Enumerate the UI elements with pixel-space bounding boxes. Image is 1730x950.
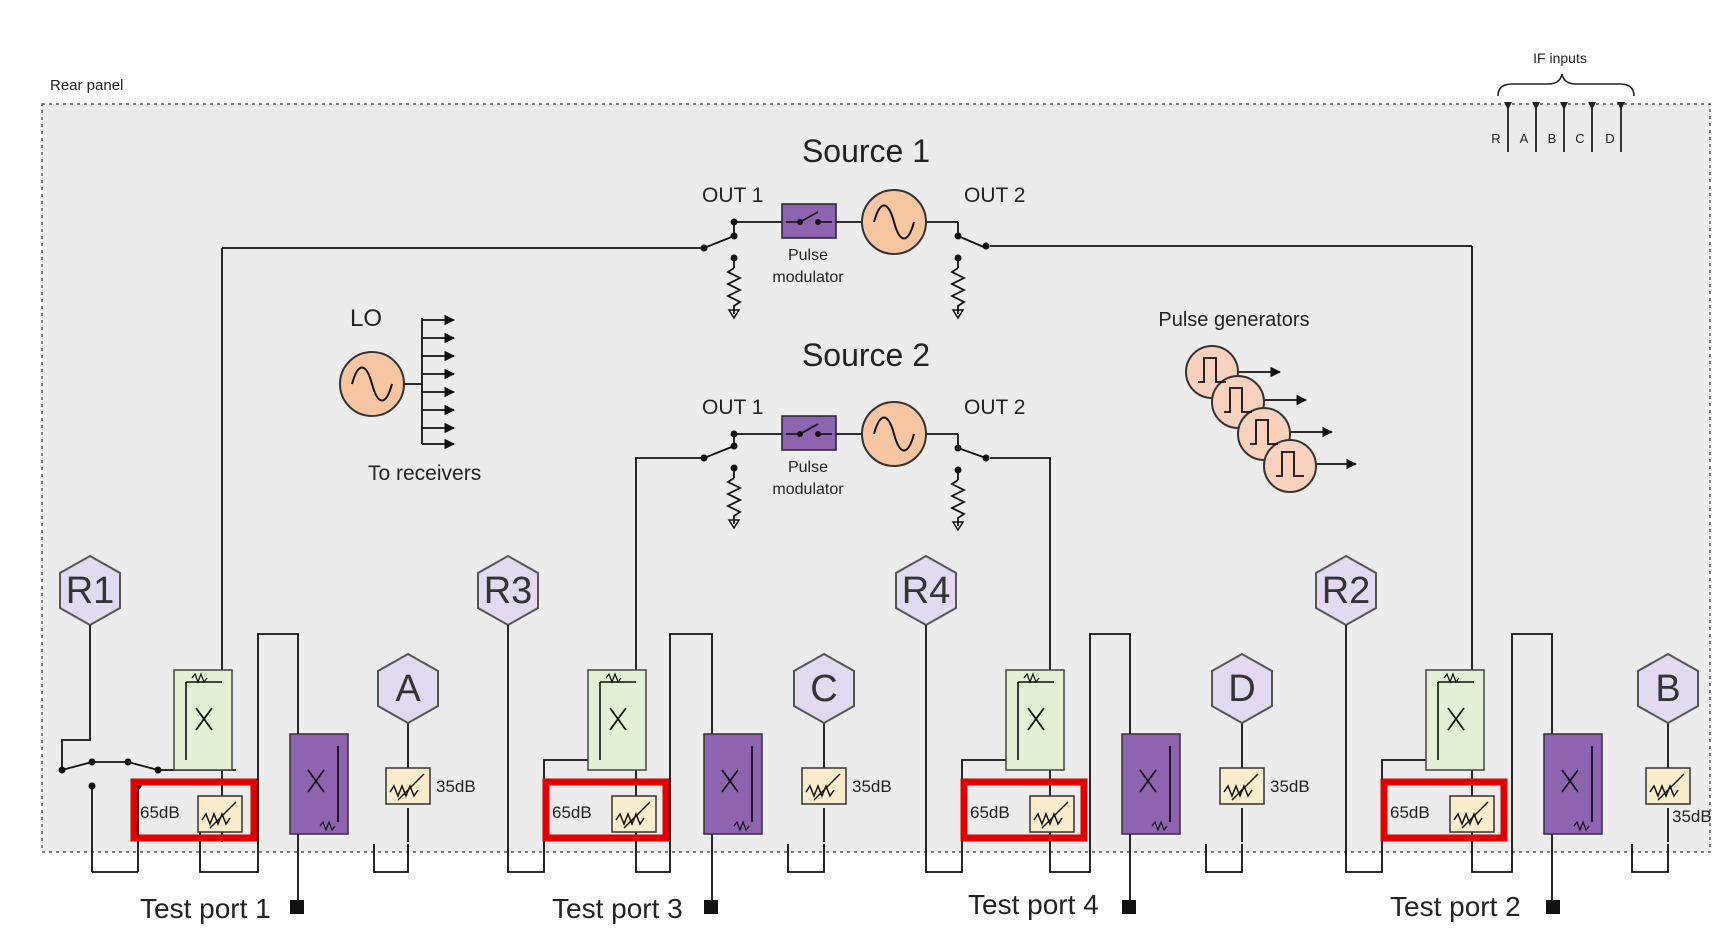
receiver-a-label: A [395, 668, 421, 710]
source-2-title: Source 2 [802, 337, 930, 373]
if-pin-a: A [1520, 131, 1529, 146]
if-inputs-title: IF inputs [1533, 50, 1587, 66]
port-2-att-35db [1645, 767, 1691, 805]
if-pin-d: D [1605, 131, 1614, 146]
test-port-3-connector [704, 900, 718, 914]
receiver-r3-label: R3 [484, 570, 533, 612]
port-3-att-35db [801, 767, 847, 805]
port-4-section: R4 D 35dB 65dB Test port 4 [895, 554, 1310, 920]
pulse-generators: Pulse generators [1158, 309, 1358, 493]
test-port-2-connector [1546, 900, 1560, 914]
port-2-att-35db-label: 35dB [1672, 807, 1712, 826]
port-1-att-35db-label: 35dB [436, 777, 476, 796]
lo-title: LO [350, 305, 382, 332]
source-1-out1: OUT 1 [702, 184, 763, 207]
test-port-3-label: Test port 3 [552, 893, 683, 924]
receiver-r1-label: R1 [66, 570, 115, 612]
svg-text:Pulse: Pulse [788, 459, 828, 476]
source-1-title: Source 1 [802, 133, 930, 169]
port-1-att-65db-label: 65dB [140, 803, 180, 822]
if-inputs: IF inputs R A B C D [1491, 50, 1635, 152]
source-1-pulse-modulator [781, 203, 837, 239]
port-3-section: R3 C 35dB 65dB Test port 3 [477, 554, 892, 924]
test-port-1-connector [290, 900, 304, 914]
port-4-att-65db [1029, 795, 1075, 833]
source-2-out1: OUT 1 [702, 396, 763, 419]
port-1-att-65db [197, 795, 243, 833]
port-4-highlight [960, 778, 1088, 842]
svg-text:modulator: modulator [772, 481, 844, 498]
port-2-highlight [1380, 778, 1508, 842]
port-2-att-65db [1449, 795, 1495, 833]
receiver-b-label: B [1655, 668, 1680, 710]
port-1-section: R1 A [58, 554, 476, 924]
port-1-att-35db [385, 767, 431, 805]
receiver-d [1211, 652, 1273, 725]
test-port-4-connector [1122, 900, 1136, 914]
port-4-att-65db-label: 65dB [970, 803, 1010, 822]
lo-caption: To receivers [368, 462, 481, 485]
if-pin-b: B [1548, 131, 1557, 146]
pulse-generators-title: Pulse generators [1158, 309, 1309, 331]
test-port-2-label: Test port 2 [1390, 891, 1521, 922]
port-1-highlight [130, 778, 258, 842]
receiver-b [1637, 652, 1699, 725]
pulse-generator-4 [1263, 439, 1317, 493]
receiver-d-label: D [1228, 668, 1255, 710]
receiver-a [377, 652, 439, 725]
receiver-c [793, 652, 855, 725]
svg-text:Pulse: Pulse [788, 247, 828, 264]
if-pin-c: C [1575, 131, 1584, 146]
test-port-4-label: Test port 4 [968, 889, 1099, 920]
port-2-att-65db-label: 65dB [1390, 803, 1430, 822]
rear-panel-label: Rear panel [50, 77, 123, 94]
source-2-out2: OUT 2 [964, 396, 1025, 419]
port-3-att-65db-label: 65dB [552, 803, 592, 822]
if-pin-r: R [1491, 131, 1500, 146]
port-3-att-65db [611, 795, 657, 833]
svg-text:modulator: modulator [772, 269, 844, 286]
port-3-att-35db-label: 35dB [852, 777, 892, 796]
port-3-highlight [542, 778, 670, 842]
source-2-pulse-modulator [781, 415, 837, 451]
source-1-out2: OUT 2 [964, 184, 1025, 207]
receiver-r4-label: R4 [902, 570, 951, 612]
port-4-att-35db-label: 35dB [1270, 777, 1310, 796]
receiver-c-label: C [810, 668, 837, 710]
source-1: Source 1 OUT 1 OUT 2 [222, 133, 1472, 320]
test-port-1-label: Test port 1 [140, 893, 271, 924]
port-2-section: R2 B 35dB 65dB Test port 2 [1315, 554, 1712, 922]
receiver-r2-label: R2 [1322, 570, 1371, 612]
port-4-att-35db [1219, 767, 1265, 805]
lo: LO To receivers [339, 305, 481, 485]
